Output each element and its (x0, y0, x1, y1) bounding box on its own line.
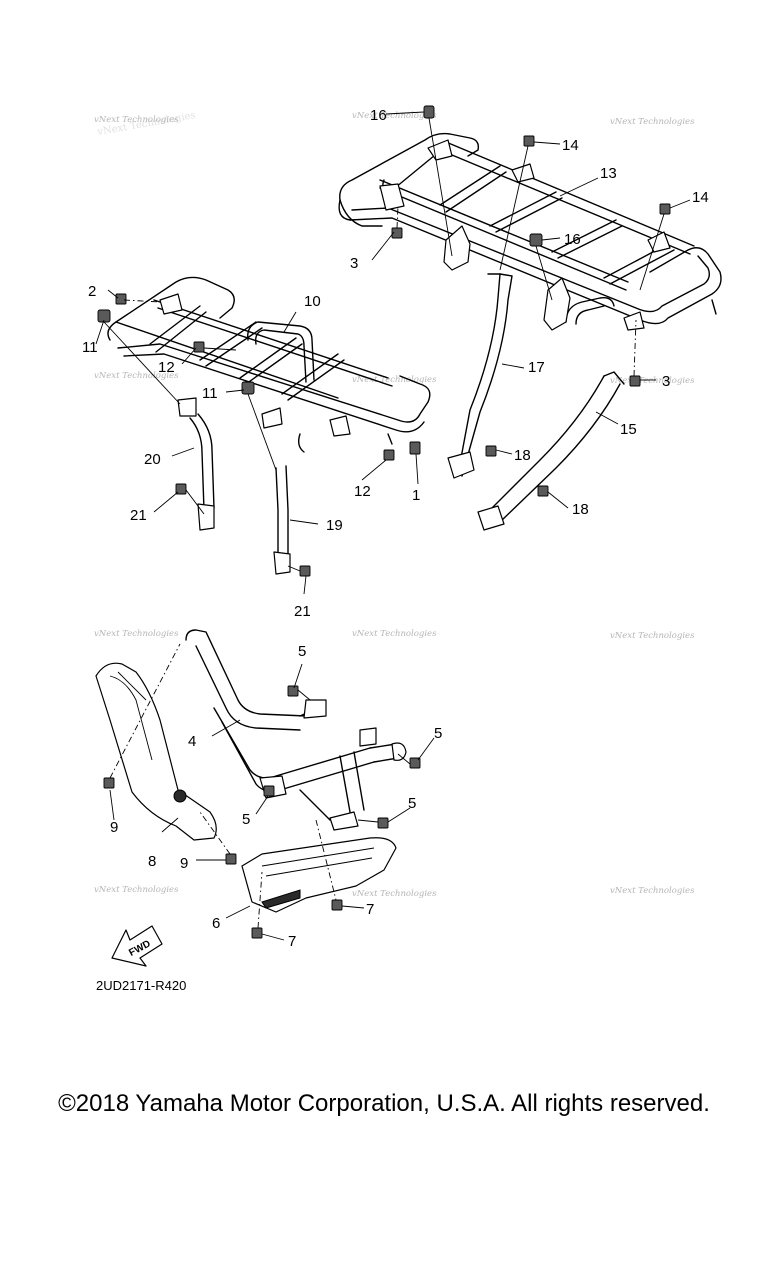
callout-9: 9 (180, 855, 188, 872)
watermark: vNext Technologies (352, 629, 437, 639)
watermark: vNext Technologies (352, 375, 437, 385)
watermark: vNext Technologies (610, 631, 695, 641)
watermark: vNext Technologies (610, 886, 695, 896)
callout-5: 5 (242, 811, 250, 828)
watermark: vNext Technologies (94, 885, 179, 895)
callout-3: 3 (662, 373, 670, 390)
callout-1: 1 (412, 487, 420, 504)
forward-arrow-icon: FWD (111, 925, 163, 967)
skid-plate-left (95, 662, 217, 841)
callout-4: 4 (188, 733, 196, 750)
callout-5: 5 (408, 795, 416, 812)
callout-19: 19 (326, 517, 343, 534)
callout-15: 15 (620, 421, 637, 438)
front-carrier (107, 276, 431, 453)
bolts-lower (103, 643, 421, 939)
callout-5: 5 (434, 725, 442, 742)
callout-7: 7 (288, 933, 296, 950)
callout-11: 11 (202, 385, 218, 402)
callout-13: 13 (600, 165, 617, 182)
rear-stay-left (447, 273, 513, 479)
watermark: vNext Technologies (94, 115, 179, 125)
callout-14: 14 (562, 137, 579, 154)
callout-16: 16 (564, 231, 581, 248)
callout-17: 17 (528, 359, 545, 376)
leader-lines (95, 111, 691, 941)
skid-plate-center (241, 837, 397, 913)
watermark: vNext Technologies (94, 371, 179, 381)
parts-diagram: vNext Technologies vNext Technologies vN… (82, 105, 722, 967)
callout-18: 18 (514, 447, 531, 464)
watermark: vNext Technologies (610, 376, 695, 386)
callout-2: 2 (88, 283, 96, 300)
watermark: vNext Technologies (610, 117, 695, 127)
callout-6: 6 (212, 915, 220, 932)
watermark: vNext Technologies (352, 889, 437, 899)
callouts: 1 2 3 3 4 5 5 5 5 6 7 7 8 9 9 11 11 12 1… (82, 107, 709, 950)
callout-3: 3 (350, 255, 358, 272)
front-stay-right (273, 465, 291, 575)
callout-20: 20 (144, 451, 161, 468)
callout-21: 21 (294, 603, 311, 620)
callout-12: 12 (158, 359, 175, 376)
callout-16: 16 (370, 107, 387, 124)
callout-10: 10 (304, 293, 321, 310)
callout-11: 11 (82, 339, 98, 356)
copyright-notice: ©2018 Yamaha Motor Corporation, U.S.A. A… (58, 1090, 710, 1117)
watermark: vNext Technologies (352, 111, 437, 121)
bolts-upper (97, 105, 671, 577)
callout-18: 18 (572, 501, 589, 518)
watermark: vNext Technologies (94, 629, 179, 639)
diagram-code: 2UD2171-R420 (96, 978, 187, 993)
callout-7: 7 (366, 901, 374, 918)
front-stay-left (189, 413, 215, 531)
watermarks: vNext Technologies vNext Technologies vN… (94, 110, 695, 899)
lower-guard (185, 629, 407, 831)
callout-12: 12 (354, 483, 371, 500)
rear-stay-right (477, 371, 625, 531)
callout-5: 5 (298, 643, 306, 660)
callout-21: 21 (130, 507, 147, 524)
rear-carrier (338, 132, 722, 331)
callout-8: 8 (148, 853, 156, 870)
callout-9: 9 (110, 819, 118, 836)
callout-14: 14 (692, 189, 709, 206)
